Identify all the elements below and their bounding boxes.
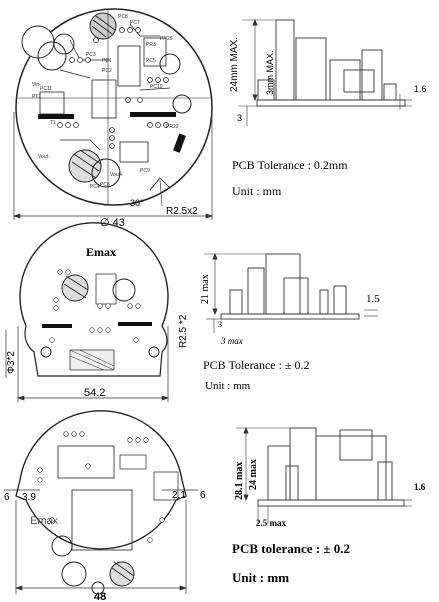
- width-label: 48: [94, 591, 106, 602]
- pcb-label: PC3: [86, 52, 96, 58]
- height-max-label: 24mm MAX.: [229, 37, 240, 92]
- standoff-label: 3mm MAX.: [265, 50, 275, 95]
- height-max-label: 28.1 max: [234, 462, 245, 500]
- pcb-label: Vin-: [32, 82, 41, 88]
- hole-label: Φ3*2: [6, 351, 17, 374]
- pcb-label: PC7: [130, 20, 140, 26]
- side-profile-1: [238, 18, 412, 126]
- pcb-label: PT1: [32, 94, 41, 100]
- pcb-label: PC1: [102, 58, 112, 64]
- brand-logo: Emax: [86, 245, 116, 259]
- pcb-label: PC11: [40, 86, 52, 92]
- pcb-label: PC2: [102, 68, 112, 74]
- unit-note-1: Unit : mm: [232, 184, 282, 198]
- thickness-label: 1.6: [414, 482, 426, 492]
- pcb-label: PC8: [118, 14, 128, 20]
- dimension-width-3: [4, 489, 198, 594]
- unit-note-2: Unit : mm: [205, 380, 251, 392]
- offset-label: 3: [218, 320, 222, 329]
- offset-label: 3: [237, 113, 242, 123]
- angle-label: 30°: [130, 198, 144, 208]
- right-offset-label: 2.1: [172, 490, 186, 501]
- pcb-label: PC4: [90, 184, 100, 190]
- width-label: 54.2: [84, 387, 105, 399]
- pcb-label: PR29: [160, 36, 173, 42]
- tolerance-note-3: PCB tolerance : ± 0.2: [232, 541, 350, 556]
- pcb-board-3: [15, 410, 187, 595]
- tolerance-note-1: PCB Tolerance : 0.2mm: [232, 158, 348, 172]
- standoff-label: 2.5 max: [256, 518, 286, 528]
- pcb-label: PR3: [146, 42, 156, 48]
- pcb-label: Vout+: [110, 172, 123, 178]
- pcb-board-2: [19, 222, 169, 377]
- pcb-label: PC9: [140, 168, 150, 174]
- height-inner-label: 24 max: [248, 459, 259, 490]
- pcb-label: PC6: [100, 182, 110, 188]
- thickness-label: 1.6: [414, 84, 427, 94]
- left-offset-label: 3.9: [22, 492, 36, 503]
- diameter-label: ∅ 43: [100, 217, 125, 229]
- side-profile-3: [236, 426, 412, 524]
- pcb-board-1: [15, 8, 213, 207]
- standoff-label: 3 max: [220, 336, 243, 346]
- pcb-label: PR22: [166, 124, 179, 130]
- height-max-label: 21 max: [200, 274, 211, 304]
- tolerance-note-2: PCB Tolerance : ± 0.2: [203, 358, 310, 372]
- radius-label: R2.5x2: [166, 206, 198, 217]
- thickness-label: 1.5: [366, 293, 380, 305]
- side-profile-2: [204, 252, 378, 333]
- dimension-width-2: [5, 326, 170, 402]
- brand-logo: Emax: [30, 515, 59, 527]
- side-right-label: 6: [200, 490, 206, 501]
- pcb-label: PC10: [150, 84, 163, 90]
- radius-label: R2.5 *2: [178, 314, 189, 348]
- side-left-label: 6: [4, 492, 10, 503]
- dimension-diameter-1: [12, 112, 214, 220]
- unit-note-3: Unit : mm: [232, 570, 290, 585]
- pcb-label: T1: [50, 120, 56, 126]
- pcb-label: Vout-: [38, 154, 50, 160]
- pcb-label: PC5: [146, 58, 156, 64]
- pcb-labels-1: PC8 PC7 PC1 PC2 PC3 PC11 PT1 T1 PC4 PC6 …: [32, 14, 179, 190]
